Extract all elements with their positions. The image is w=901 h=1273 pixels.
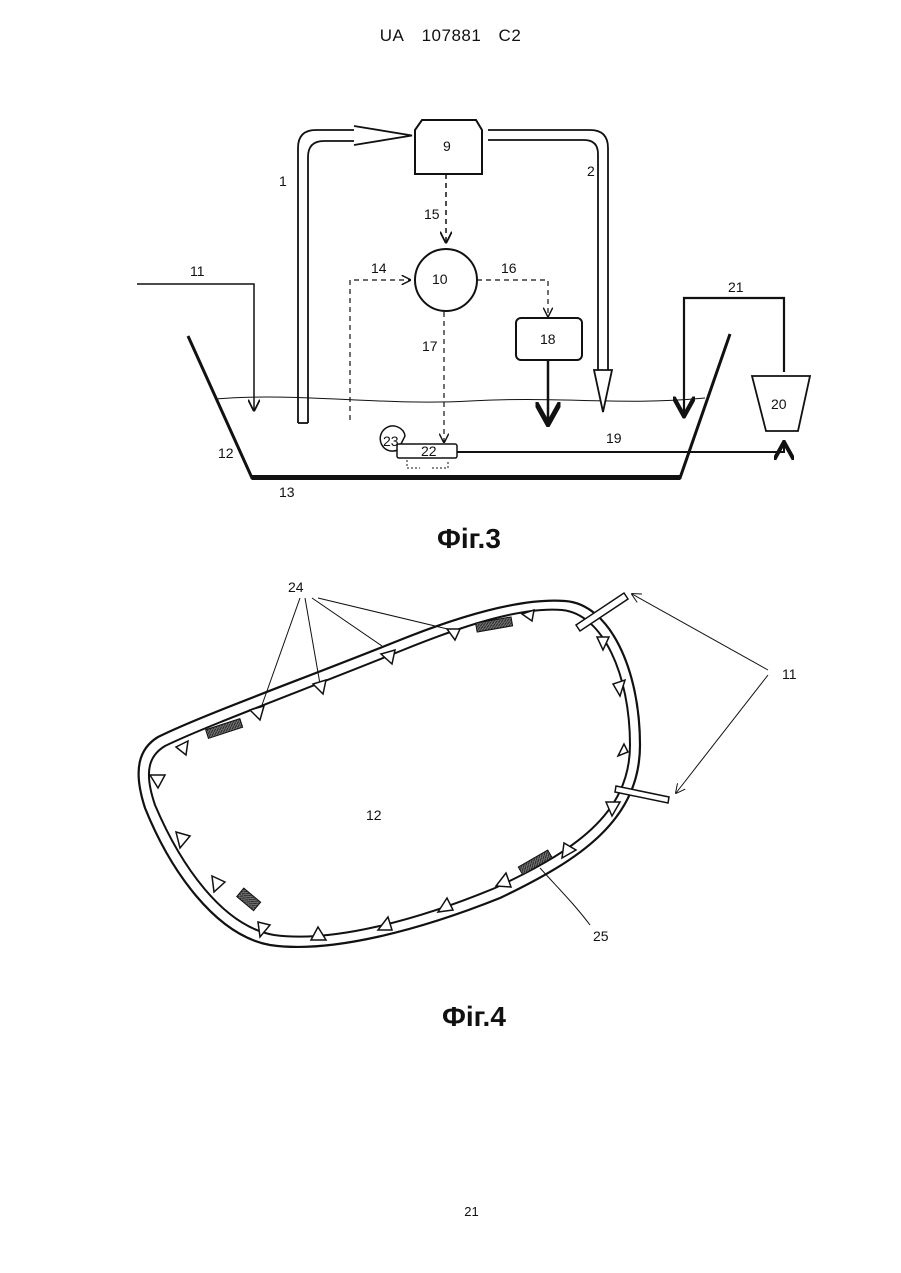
page-number: 21	[0, 1204, 901, 1219]
label-9: 9	[443, 138, 451, 154]
leader-11-b	[676, 675, 768, 793]
label-25: 25	[593, 928, 609, 944]
inlet-pipe-upper	[576, 593, 628, 631]
leader-11-a	[632, 594, 768, 670]
label-22: 22	[421, 443, 437, 459]
label-19: 19	[606, 430, 622, 446]
label-20: 20	[771, 396, 787, 412]
device-25-right	[518, 850, 552, 875]
label-18: 18	[540, 331, 556, 347]
label-17: 17	[422, 338, 438, 354]
figure-3-diagram: 1 2 9 10 11 12 13 14 15 16 17 18 19 20 2…	[0, 0, 901, 520]
label-13: 13	[279, 484, 295, 500]
label-2: 2	[587, 163, 595, 179]
label-15: 15	[424, 206, 440, 222]
link-14	[350, 280, 410, 420]
label-11-fig4: 11	[782, 666, 797, 682]
link-16	[477, 280, 548, 316]
device-25-top	[476, 617, 513, 632]
inlet-pipe-11	[137, 284, 254, 410]
label-23: 23	[383, 433, 399, 449]
device-25-bottom	[237, 888, 261, 911]
label-11: 11	[190, 263, 205, 279]
tank	[188, 334, 730, 480]
leader-25	[540, 868, 590, 925]
label-21: 21	[728, 279, 744, 295]
label-14: 14	[371, 260, 387, 276]
pipe-1	[298, 126, 412, 423]
label-1: 1	[279, 173, 287, 189]
label-16: 16	[501, 260, 517, 276]
water-surface	[215, 397, 705, 402]
figure-3-caption: Фіг.3	[437, 523, 501, 555]
tank-bottom-13	[252, 475, 680, 480]
label-12: 12	[218, 445, 234, 461]
label-12-fig4: 12	[366, 807, 382, 823]
label-10: 10	[432, 271, 448, 287]
leaders-24	[262, 598, 456, 705]
label-24: 24	[288, 579, 304, 595]
inlet-pipe-lower	[615, 786, 669, 803]
pond-outer-outline	[139, 601, 640, 947]
figure-4-caption: Фіг.4	[442, 1001, 506, 1033]
device-25-left	[206, 719, 243, 739]
pond-inner-outline	[149, 610, 630, 937]
nozzles-24	[150, 610, 628, 940]
